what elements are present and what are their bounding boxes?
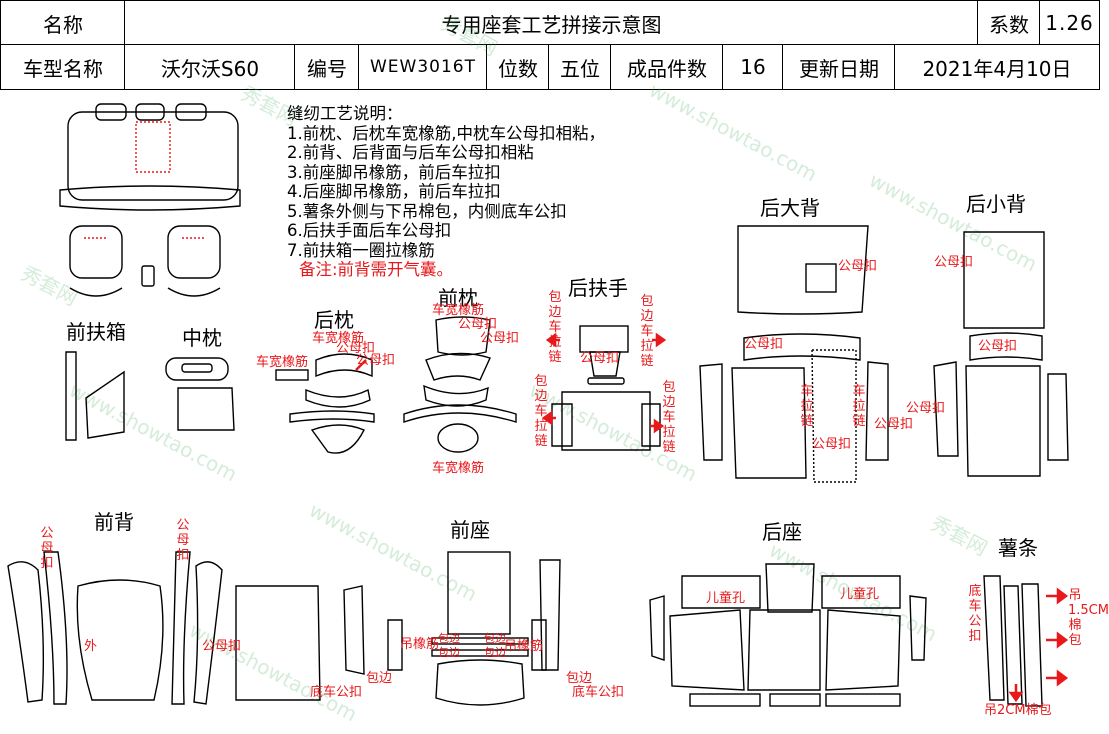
annotation-child-hole: 儿童孔 bbox=[840, 587, 880, 602]
annotation-snap: 公母扣 bbox=[480, 331, 520, 346]
notes-line: 7.前扶箱一圈拉橡筋 bbox=[287, 240, 435, 260]
annotation-snap: 公母扣 bbox=[934, 255, 974, 270]
annotation-snap: 公母扣 bbox=[176, 518, 190, 563]
sewing-notes: 缝纫工艺说明： 1.前枕、后枕车宽橡筋,中枕车公母扣相粘， 2.前背、后背面与后… bbox=[287, 104, 605, 280]
front-pillow-parts bbox=[403, 316, 517, 453]
annotation-edge-zipper: 包边车拉链 bbox=[662, 380, 676, 455]
label-rear-pillow: 后枕 bbox=[314, 308, 354, 332]
annotation-snap: 公母扣 bbox=[978, 339, 1018, 354]
label-front-back: 前背 bbox=[94, 510, 134, 534]
update-label: 更新日期 bbox=[782, 44, 896, 90]
annotation-edge: 包边 bbox=[366, 671, 393, 686]
annotation-snap: 公母扣 bbox=[838, 259, 878, 274]
notes-line: 4.后座脚吊橡筋，前后车拉扣 bbox=[287, 182, 501, 201]
label-front-pillow: 前枕 bbox=[438, 286, 478, 310]
annotation-snap: 公母扣 bbox=[744, 337, 784, 352]
annotation-bottom-snap: 底车公扣 bbox=[572, 685, 625, 700]
seats-label: 位数 bbox=[486, 44, 550, 90]
header-table: 名称 专用座套工艺拼接示意图 系数 1.26 车型名称 沃尔沃S60 编号 WE… bbox=[0, 0, 1100, 90]
seat-overview-icon bbox=[59, 103, 241, 297]
annotation-edge-zipper: 包边车拉链 bbox=[640, 294, 654, 369]
fries-parts bbox=[983, 575, 1043, 707]
annotation-edge-zipper: 包边车拉链 bbox=[548, 290, 562, 365]
label-rear-armrest: 后扶手 bbox=[568, 276, 628, 300]
coef-label: 系数 bbox=[977, 0, 1041, 46]
annotation-outer: 外 bbox=[84, 639, 98, 654]
annotation-snap: 公母扣 bbox=[356, 353, 396, 368]
notes-line: 1.前枕、后枕车宽橡筋,中枕车公母扣相粘， bbox=[287, 123, 605, 143]
annotation-edge: 包边 bbox=[438, 632, 460, 645]
middle-pillow-parts bbox=[165, 357, 235, 431]
pieces-value: 16 bbox=[722, 44, 784, 90]
rear-armrest-parts bbox=[551, 325, 661, 451]
label-rear-seat: 后座 bbox=[762, 520, 802, 544]
annotation-hang-1-5: 吊1.5CM棉包 bbox=[1068, 588, 1109, 648]
model-label: 车型名称 bbox=[0, 44, 126, 90]
coef-value: 1.26 bbox=[1039, 0, 1100, 46]
annotation-wide-elastic: 车宽橡筋 bbox=[256, 355, 309, 370]
notes-line: 6.后扶手面后车公母扣 bbox=[287, 221, 452, 240]
annotation-child-hole: 儿童孔 bbox=[706, 591, 746, 606]
front-armrest-box-parts bbox=[65, 351, 125, 441]
annotation-snap: 公母扣 bbox=[202, 639, 242, 654]
annotation-wide-elastic: 车宽橡筋 bbox=[432, 461, 485, 476]
annotation-edge: 包边 bbox=[438, 646, 460, 659]
annotation-snap: 公母扣 bbox=[906, 401, 946, 416]
annotation-bottom-snap: 底车公扣 bbox=[310, 685, 363, 700]
annotation-snap: 公母扣 bbox=[812, 437, 852, 452]
notes-line: 2.前背、后背面与后车公母扣相粘 bbox=[287, 143, 534, 162]
annotation-snap: 公母扣 bbox=[336, 341, 376, 356]
annotation-edge: 包边 bbox=[484, 646, 506, 659]
annotation-hang-elastic: 吊橡筋 bbox=[400, 637, 440, 652]
annotation-wide-elastic: 车宽橡筋 bbox=[432, 303, 485, 318]
annotation-snap: 公母扣 bbox=[874, 417, 914, 432]
notes-remark: 备注:前背需开气囊。 bbox=[299, 260, 454, 279]
label-fries: 薯条 bbox=[998, 536, 1038, 560]
arrow-markers bbox=[355, 332, 1069, 703]
pieces-label: 成品件数 bbox=[610, 44, 724, 90]
notes-line: 5.薯条外侧与下吊棉包，内侧底车公扣 bbox=[287, 201, 567, 221]
label-front-seat: 前座 bbox=[450, 518, 490, 542]
notes-title: 缝纫工艺说明： bbox=[287, 104, 403, 123]
rear-small-back-parts bbox=[933, 231, 1069, 477]
annotation-wide-elastic: 车宽橡筋 bbox=[312, 331, 365, 346]
rear-pillow-parts bbox=[275, 353, 375, 454]
annotation-bottom-snap: 底车公扣 bbox=[968, 584, 982, 644]
annotation-hang-2: 吊2CM棉包 bbox=[984, 703, 1052, 718]
annotation-edge: 包边 bbox=[566, 671, 593, 686]
label-rear-big-back: 后大背 bbox=[760, 196, 820, 220]
label-front-armrest-box: 前扶箱 bbox=[66, 320, 126, 344]
annotation-edge-zipper: 包边车拉链 bbox=[534, 374, 548, 449]
annotation-zip: 车拉链 bbox=[852, 384, 866, 429]
notes-line: 3.前座脚吊橡筋，前后车拉扣 bbox=[287, 162, 501, 182]
annotation-snap: 公母扣 bbox=[458, 317, 498, 332]
name-label: 名称 bbox=[0, 0, 126, 46]
front-back-parts bbox=[7, 551, 321, 705]
code-value: WEW3016T bbox=[358, 44, 488, 90]
rear-big-back-parts bbox=[699, 225, 889, 483]
model-value: 沃尔沃S60 bbox=[124, 44, 296, 90]
label-middle-pillow: 中枕 bbox=[182, 326, 222, 350]
annotation-zip: 车拉链 bbox=[800, 384, 814, 429]
annotation-snap: 公母扣 bbox=[580, 351, 620, 366]
annotation-snap: 公母扣 bbox=[40, 526, 54, 571]
annotation-edge: 包边 bbox=[484, 632, 506, 645]
front-seat-parts bbox=[343, 551, 561, 706]
rear-seat-parts bbox=[649, 563, 927, 707]
annotation-hang-elastic: 吊橡筋 bbox=[504, 639, 544, 654]
update-value: 2021年4月10日 bbox=[894, 44, 1100, 90]
label-rear-small-back: 后小背 bbox=[966, 192, 1026, 216]
code-label: 编号 bbox=[294, 44, 360, 90]
